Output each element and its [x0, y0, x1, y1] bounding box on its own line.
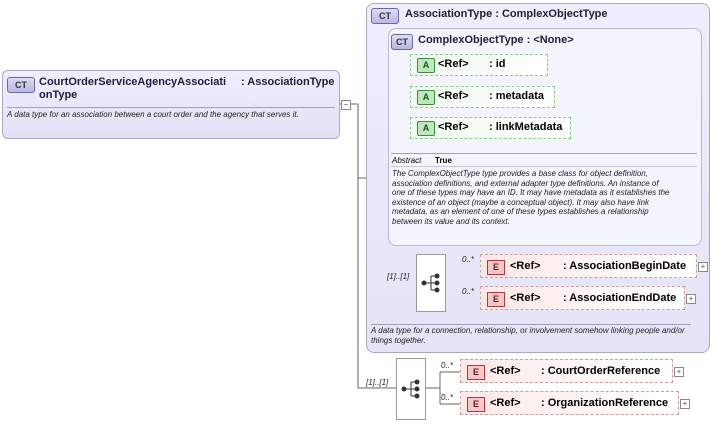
main-type-description: A data type for an association between a… — [7, 110, 299, 119]
main-type-name-line2: onType — [39, 89, 78, 101]
attribute-badge-icon: A — [417, 90, 435, 105]
divider — [391, 166, 697, 167]
element-ref: <Ref> — [510, 260, 541, 272]
attribute-ref: <Ref> — [438, 58, 469, 70]
attribute-badge-icon: A — [417, 121, 435, 136]
collapse-toggle-main[interactable]: − — [341, 100, 351, 110]
element-organization-reference[interactable]: E <Ref> : OrganizationReference — [460, 391, 679, 415]
expand-toggle[interactable]: + — [698, 262, 708, 272]
attribute-ref: <Ref> — [438, 90, 469, 102]
element-cardinality: 0..* — [441, 361, 454, 370]
element-ref: <Ref> — [510, 292, 541, 304]
sequence-icon — [421, 273, 440, 293]
divider — [391, 153, 697, 154]
element-name: : OrganizationReference — [541, 397, 669, 409]
main-type-name-line1: CourtOrderServiceAgencyAssociati — [39, 76, 227, 88]
element-badge-icon: E — [487, 292, 505, 307]
sequence-compositor[interactable] — [396, 358, 426, 420]
main-complex-type[interactable]: CT CourtOrderServiceAgencyAssociati onTy… — [2, 70, 340, 139]
element-badge-icon: E — [487, 260, 505, 275]
divider — [7, 107, 335, 108]
abstract-label: Abstract — [392, 156, 422, 165]
attribute-metadata[interactable]: A <Ref> : metadata — [410, 86, 555, 108]
complex-object-type-title: ComplexObjectType : <None> — [418, 34, 574, 46]
complex-type-badge-icon: CT — [7, 77, 35, 93]
expand-toggle[interactable]: + — [674, 367, 684, 377]
element-association-begin-date[interactable]: E <Ref> : AssociationBeginDate — [480, 254, 697, 278]
sequence-compositor[interactable] — [416, 254, 446, 312]
sequence-icon — [401, 379, 420, 399]
element-association-end-date[interactable]: E <Ref> : AssociationEndDate — [480, 286, 685, 310]
element-name: : CourtOrderReference — [541, 365, 661, 377]
complex-type-badge-icon: CT — [391, 34, 413, 50]
main-type-base: : AssociationType — [241, 76, 335, 88]
element-name: : AssociationBeginDate — [563, 260, 687, 272]
element-ref: <Ref> — [490, 397, 521, 409]
attribute-name: : linkMetadata — [489, 121, 563, 133]
attribute-id[interactable]: A <Ref> : id — [410, 54, 548, 76]
element-cardinality: 0..* — [441, 393, 454, 402]
element-ref: <Ref> — [490, 365, 521, 377]
element-cardinality: 0..* — [462, 255, 475, 264]
attribute-name: : id — [489, 58, 506, 70]
element-court-order-reference[interactable]: E <Ref> : CourtOrderReference — [460, 359, 673, 383]
element-badge-icon: E — [467, 397, 485, 412]
sequence-cardinality: [1]..[1] — [387, 272, 410, 281]
divider — [371, 324, 691, 325]
attribute-badge-icon: A — [417, 58, 435, 73]
complex-object-type-description: The ComplexObjectType type provides a ba… — [392, 169, 670, 226]
sequence-cardinality: [1]..[1] — [366, 378, 389, 387]
expand-toggle[interactable]: + — [686, 294, 696, 304]
element-badge-icon: E — [467, 365, 485, 380]
abstract-value: True — [435, 156, 452, 165]
element-cardinality: 0..* — [462, 287, 475, 296]
attribute-ref: <Ref> — [438, 121, 469, 133]
expand-toggle[interactable]: + — [680, 399, 690, 409]
association-type-title: AssociationType : ComplexObjectType — [405, 8, 608, 20]
attribute-linkmetadata[interactable]: A <Ref> : linkMetadata — [410, 117, 571, 139]
association-type-description: A data type for a connection, relationsh… — [371, 326, 685, 345]
complex-type-badge-icon: CT — [371, 8, 399, 24]
element-name: : AssociationEndDate — [563, 292, 677, 304]
attribute-name: : metadata — [489, 90, 545, 102]
